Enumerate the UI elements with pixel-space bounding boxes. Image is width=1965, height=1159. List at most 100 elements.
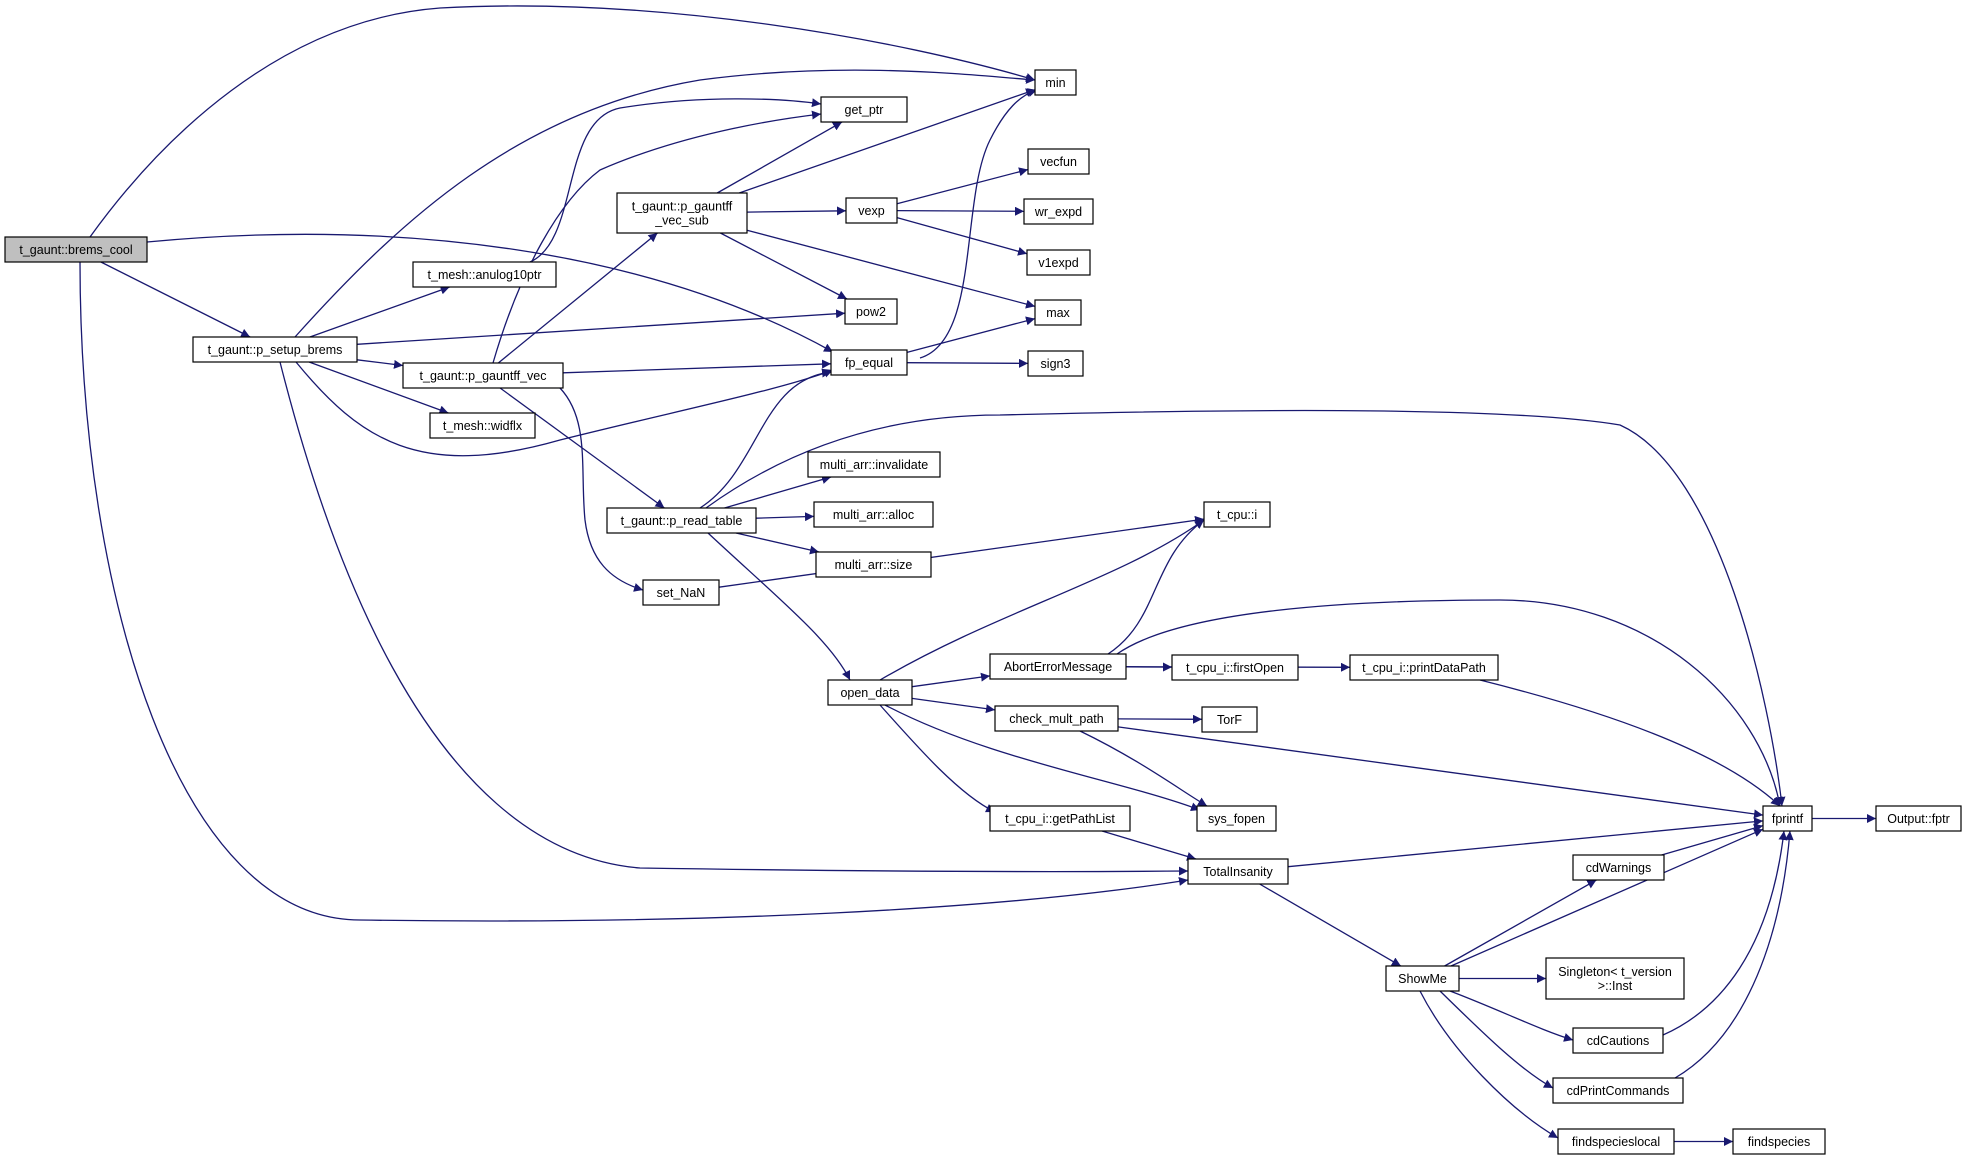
node-label: t_mesh::anulog10ptr xyxy=(428,268,542,282)
edge-open-data-to-t-cpu-i xyxy=(879,519,1205,681)
edge-open-data-to-get-path-list xyxy=(879,704,996,813)
node-cd-cautions[interactable]: cdCautions xyxy=(1572,1027,1664,1054)
node-label: findspecies xyxy=(1748,1135,1811,1149)
node-min[interactable]: min xyxy=(1034,69,1077,96)
node-box xyxy=(1762,805,1813,832)
edge-check-mult-path-to-sys-fopen xyxy=(1079,730,1208,807)
node-vexp[interactable]: vexp xyxy=(845,197,898,224)
edge-abort-err-to-fprintf xyxy=(1116,599,1783,807)
edge-brems-cool-to-fp-equal xyxy=(146,233,834,353)
node-label: t_cpu::i xyxy=(1217,508,1257,522)
node-box xyxy=(1026,249,1091,276)
node-get-ptr[interactable]: get_ptr xyxy=(820,96,908,123)
node-box xyxy=(1187,858,1289,885)
node-label: findspecieslocal xyxy=(1572,1135,1660,1149)
node-label: multi_arr::size xyxy=(835,558,913,572)
edge-abort-err-to-t-cpu-i xyxy=(1107,519,1205,655)
node-label: multi_arr::invalidate xyxy=(820,458,928,472)
node-print-data-path[interactable]: t_cpu_i::printDataPath xyxy=(1349,654,1499,681)
edge-p-read-table-to-alloc xyxy=(755,512,815,522)
node-torf[interactable]: TorF xyxy=(1201,706,1258,733)
node-box xyxy=(845,197,898,224)
edge-brems-cool-to-total-insanity xyxy=(79,261,1189,922)
node-box xyxy=(1196,805,1277,832)
node-box xyxy=(412,261,557,288)
node-label: t_gaunt::p_read_table xyxy=(621,514,743,528)
node-output-fptr[interactable]: Output::fptr xyxy=(1875,805,1962,832)
edge-anulog10ptr-to-get-ptr xyxy=(529,98,822,263)
node-p-setup-brems[interactable]: t_gaunt::p_setup_brems xyxy=(192,336,358,363)
node-fp-equal[interactable]: fp_equal xyxy=(830,349,908,376)
node-size[interactable]: multi_arr::size xyxy=(815,551,932,578)
node-invalidate[interactable]: multi_arr::invalidate xyxy=(807,451,941,478)
edge-p-gauntff-vec-sub-to-vexp xyxy=(746,206,847,216)
node-box xyxy=(1572,854,1665,881)
node-label: >::Inst xyxy=(1598,979,1633,993)
edge-vexp-to-v1expd xyxy=(896,216,1028,256)
node-box xyxy=(402,362,564,389)
node-box xyxy=(844,298,898,325)
node-box xyxy=(1875,805,1962,832)
edge-p-gauntff-vec-sub-to-get-ptr xyxy=(716,121,843,194)
node-sign3[interactable]: sign3 xyxy=(1027,350,1084,377)
node-get-path-list[interactable]: t_cpu_i::getPathList xyxy=(989,805,1131,832)
node-singleton-inst[interactable]: Singleton< t_version>::Inst xyxy=(1545,957,1685,1000)
node-findspecieslocal[interactable]: findspecieslocal xyxy=(1557,1128,1675,1155)
node-box xyxy=(1545,957,1685,1000)
node-box xyxy=(1201,706,1258,733)
node-box xyxy=(830,349,908,376)
edge-fp-equal-to-max xyxy=(906,316,1036,354)
node-box xyxy=(989,805,1131,832)
node-box xyxy=(1171,654,1299,681)
edge-p-setup-brems-to-anulog10ptr xyxy=(309,285,450,338)
node-total-insanity[interactable]: TotalInsanity xyxy=(1187,858,1289,885)
node-first-open[interactable]: t_cpu_i::firstOpen xyxy=(1171,654,1299,681)
node-abort-err[interactable]: AbortErrorMessage xyxy=(989,653,1127,680)
node-label: min xyxy=(1045,76,1065,90)
node-label: Singleton< t_version xyxy=(1558,965,1672,979)
edge-p-gauntff-vec-to-set-nan xyxy=(559,387,644,592)
node-t-cpu-i[interactable]: t_cpu::i xyxy=(1203,501,1271,528)
node-label: t_cpu_i::printDataPath xyxy=(1362,661,1486,675)
node-max[interactable]: max xyxy=(1034,299,1082,326)
node-set-nan[interactable]: set_NaN xyxy=(642,579,720,606)
node-cd-warnings[interactable]: cdWarnings xyxy=(1572,854,1665,881)
node-p-gauntff-vec-sub[interactable]: t_gaunt::p_gauntff_vec_sub xyxy=(616,192,748,234)
node-box xyxy=(1203,501,1271,528)
node-anulog10ptr[interactable]: t_mesh::anulog10ptr xyxy=(412,261,557,288)
edge-cd-cautions-to-fprintf xyxy=(1662,830,1788,1036)
edge-vexp-to-wr-expd xyxy=(896,206,1025,216)
node-p-gauntff-vec[interactable]: t_gaunt::p_gauntff_vec xyxy=(402,362,564,389)
edge-p-setup-brems-to-fp-equal xyxy=(295,361,834,457)
node-alloc[interactable]: multi_arr::alloc xyxy=(813,501,934,528)
node-pow2[interactable]: pow2 xyxy=(844,298,898,325)
node-show-me[interactable]: ShowMe xyxy=(1385,965,1460,992)
node-box xyxy=(807,451,941,478)
node-box xyxy=(606,507,757,534)
edge-show-me-to-fprintf xyxy=(1450,828,1764,967)
node-box xyxy=(813,501,934,528)
node-label: t_gaunt::brems_cool xyxy=(19,243,132,257)
edge-show-me-to-cd-warnings xyxy=(1444,879,1597,967)
node-label: pow2 xyxy=(856,305,886,319)
node-wr-expd[interactable]: wr_expd xyxy=(1023,198,1094,225)
node-widflx[interactable]: t_mesh::widflx xyxy=(429,412,536,439)
edge-open-data-to-sys-fopen xyxy=(884,704,1201,812)
edge-vexp-to-vecfun xyxy=(896,167,1029,205)
node-box xyxy=(1385,965,1460,992)
node-check-mult-path[interactable]: check_mult_path xyxy=(994,705,1119,732)
node-cd-print-commands[interactable]: cdPrintCommands xyxy=(1552,1077,1684,1104)
node-label: cdCautions xyxy=(1587,1034,1650,1048)
node-box xyxy=(1552,1077,1684,1104)
node-fprintf[interactable]: fprintf xyxy=(1762,805,1813,832)
node-sys-fopen[interactable]: sys_fopen xyxy=(1196,805,1277,832)
node-label: sys_fopen xyxy=(1208,812,1265,826)
node-brems-cool[interactable]: t_gaunt::brems_cool xyxy=(4,236,148,263)
node-label: get_ptr xyxy=(845,103,884,117)
node-findspecies[interactable]: findspecies xyxy=(1732,1128,1826,1155)
node-p-read-table[interactable]: t_gaunt::p_read_table xyxy=(606,507,757,534)
node-open-data[interactable]: open_data xyxy=(827,679,913,706)
node-box xyxy=(1034,69,1077,96)
node-v1expd[interactable]: v1expd xyxy=(1026,249,1091,276)
node-vecfun[interactable]: vecfun xyxy=(1027,148,1090,175)
